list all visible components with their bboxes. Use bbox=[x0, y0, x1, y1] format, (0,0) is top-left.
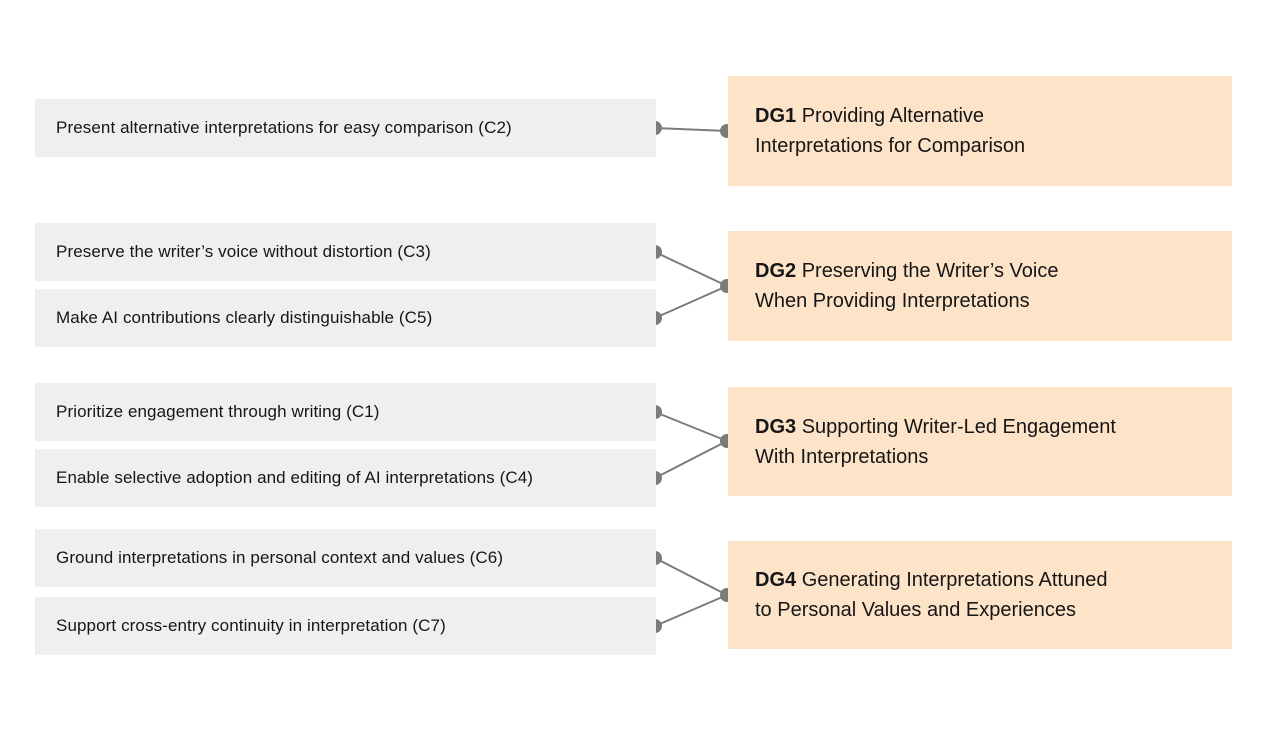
goal-dg4-code: DG4 bbox=[755, 569, 797, 591]
connector-line-c4-dg3 bbox=[654, 440, 728, 479]
criterion-c1: Prioritize engagement through writing (C… bbox=[35, 383, 656, 441]
connector-line-c7-dg4 bbox=[654, 594, 728, 627]
goal-dg2-title: Preserving the Writer’s Voice When Provi… bbox=[755, 260, 1059, 312]
criterion-c4-label: Enable selective adoption and editing of… bbox=[56, 468, 534, 487]
criterion-c1-label: Prioritize engagement through writing (C… bbox=[56, 402, 380, 421]
criterion-c6-label: Ground interpretations in personal conte… bbox=[56, 548, 504, 567]
criterion-c2: Present alternative interpretations for … bbox=[35, 99, 656, 157]
criterion-c4: Enable selective adoption and editing of… bbox=[35, 449, 656, 507]
connector-line-c3-dg2 bbox=[654, 251, 728, 287]
goal-dg3-text: DG3 Supporting Writer-Led Engagement Wit… bbox=[755, 412, 1116, 472]
criterion-c2-label: Present alternative interpretations for … bbox=[56, 118, 512, 137]
goal-dg2-code: DG2 bbox=[755, 260, 797, 282]
goal-dg3-code: DG3 bbox=[755, 415, 797, 438]
goal-dg4-title: Generating Interpretations Attuned to Pe… bbox=[755, 569, 1108, 621]
connector-line-c2-dg1 bbox=[654, 127, 728, 132]
goal-dg2: DG2 Preserving the Writer’s Voice When P… bbox=[728, 231, 1232, 341]
goal-dg3: DG3 Supporting Writer-Led Engagement Wit… bbox=[728, 387, 1232, 496]
goal-dg1-text: DG1 Providing Alternative Interpretation… bbox=[755, 101, 1025, 161]
criterion-c3-label: Preserve the writer’s voice without dist… bbox=[56, 242, 431, 261]
goal-dg2-text: DG2 Preserving the Writer’s Voice When P… bbox=[755, 256, 1058, 316]
connector-line-c1-dg3 bbox=[654, 411, 728, 442]
goal-dg1: DG1 Providing Alternative Interpretation… bbox=[728, 76, 1232, 186]
goal-dg4-text: DG4 Generating Interpretations Attuned t… bbox=[755, 565, 1107, 625]
criterion-c6: Ground interpretations in personal conte… bbox=[35, 529, 656, 587]
goal-dg3-title: Supporting Writer-Led Engagement With In… bbox=[755, 415, 1116, 468]
criterion-c5: Make AI contributions clearly distinguis… bbox=[35, 289, 656, 347]
goal-dg1-code: DG1 bbox=[755, 105, 797, 127]
connector-line-c6-dg4 bbox=[654, 557, 728, 596]
goal-dg1-title: Providing Alternative Interpretations fo… bbox=[755, 105, 1026, 157]
criterion-c5-label: Make AI contributions clearly distinguis… bbox=[56, 308, 433, 327]
criterion-c7: Support cross-entry continuity in interp… bbox=[35, 597, 656, 655]
criterion-c3: Preserve the writer’s voice without dist… bbox=[35, 223, 656, 281]
criterion-c7-label: Support cross-entry continuity in interp… bbox=[56, 616, 446, 635]
connector-line-c5-dg2 bbox=[654, 285, 728, 319]
goal-dg4: DG4 Generating Interpretations Attuned t… bbox=[728, 541, 1232, 649]
